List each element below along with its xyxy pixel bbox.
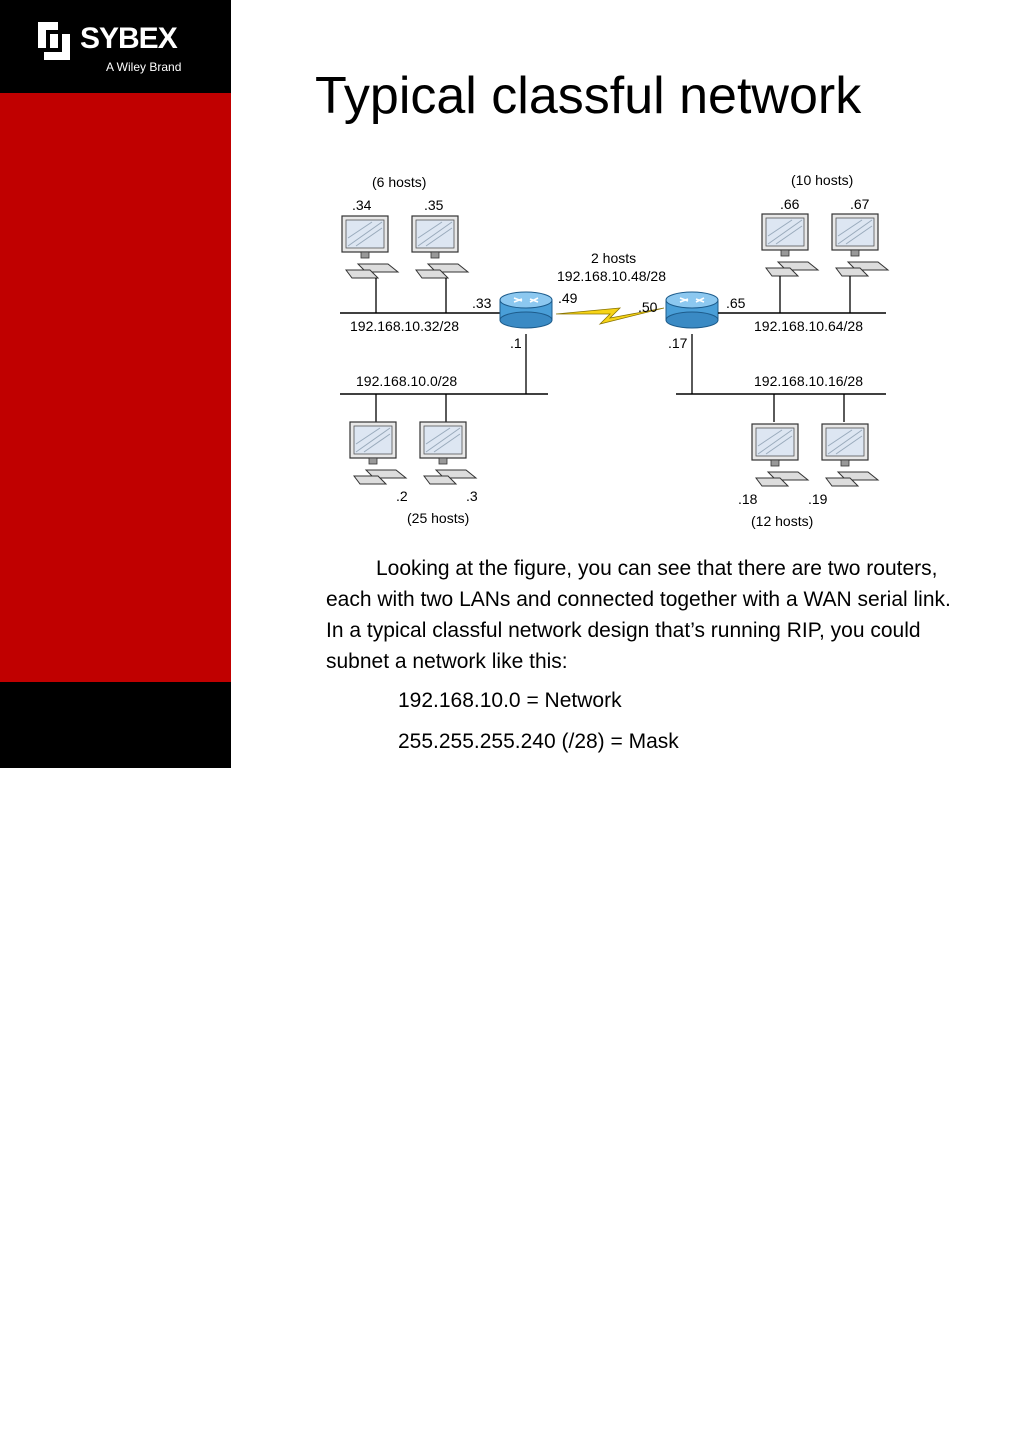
network-label-bottom-right: 192.168.10.16/28 (754, 373, 863, 389)
pc-label: .67 (850, 196, 870, 212)
body-paragraph-text: Looking at the figure, you can see that … (326, 557, 951, 673)
pc-label: .35 (424, 197, 444, 213)
network-line: 192.168.10.0 = Network (398, 689, 622, 712)
publisher-name: SYBEX (80, 22, 178, 55)
wan-hosts-label: 2 hosts (591, 250, 636, 266)
pc-label: .66 (780, 196, 800, 212)
wiley-wordmark: WILEY (28, 1386, 166, 1428)
pc-label: .18 (738, 491, 758, 507)
workstation-icon (341, 215, 399, 279)
workstation-icon (349, 421, 407, 485)
workstation-icon (761, 213, 819, 277)
workstation-icon (411, 215, 469, 279)
serial-link-icon (555, 307, 665, 325)
hosts-label-top-right: (10 hosts) (791, 172, 853, 188)
hosts-label-bottom-left: (25 hosts) (407, 510, 469, 526)
body-paragraph: Looking at the figure, you can see that … (326, 553, 966, 677)
network-label-top-left: 192.168.10.32/28 (350, 318, 459, 334)
sybex-mark-icon (38, 22, 70, 60)
wiley-logo: WILEY (0, 682, 231, 1428)
pc-label: .34 (352, 197, 372, 213)
pc-label: .2 (396, 488, 408, 504)
sidebar-band (0, 0, 231, 768)
pc-label: .3 (466, 488, 478, 504)
publisher-tagline: A Wiley Brand (106, 60, 182, 74)
port-label: .33 (472, 295, 492, 311)
workstation-icon (751, 423, 809, 487)
hosts-label-top-left: (6 hosts) (372, 174, 426, 190)
workstation-icon (419, 421, 477, 485)
port-label: .50 (638, 299, 658, 315)
hosts-label-bottom-right: (12 hosts) (751, 513, 813, 529)
slide-title: Typical classful network (315, 67, 862, 125)
wan-network-label: 192.168.10.48/28 (557, 268, 666, 284)
network-diagram: (6 hosts) .34 .35 .33 192.168.10.32/28 .… (340, 172, 889, 529)
port-label: .1 (510, 335, 522, 351)
router-right-icon (665, 291, 719, 329)
router-left-icon (499, 291, 553, 329)
port-label: .65 (726, 295, 746, 311)
workstation-icon (821, 423, 879, 487)
mask-line: 255.255.255.240 (/28) = Mask (398, 730, 679, 753)
sybex-logo: SYBEX A Wiley Brand (0, 0, 231, 93)
port-label: .49 (558, 290, 578, 306)
network-label-top-right: 192.168.10.64/28 (754, 318, 863, 334)
workstation-icon (831, 213, 889, 277)
port-label: .17 (668, 335, 688, 351)
pc-label: .19 (808, 491, 828, 507)
network-label-bottom-left: 192.168.10.0/28 (356, 373, 457, 389)
